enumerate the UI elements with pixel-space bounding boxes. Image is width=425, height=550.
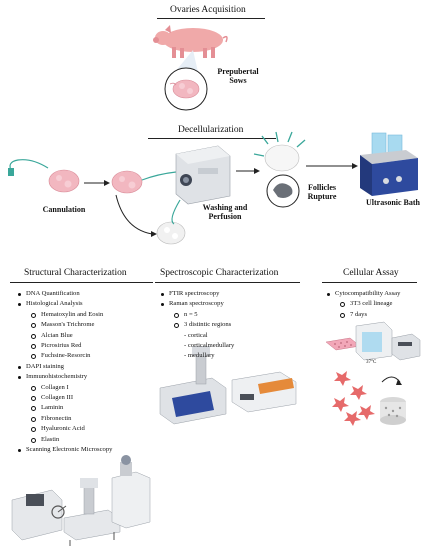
structural-list-item: Scanning Electronic Microscopy xyxy=(17,445,112,455)
plate-reader-icon xyxy=(391,333,421,361)
spectroscopic-title: Spectroscopic Characterization xyxy=(160,268,279,278)
structural-list-item: Collagen III xyxy=(17,393,112,403)
cellular-list-item: 7 days xyxy=(326,310,400,320)
washing-perfusion-label: Washing and Perfusion xyxy=(202,203,248,221)
spectroscopic-list-item: n = 5 xyxy=(160,310,234,320)
cellular-list-item: 3T3 cell lineage xyxy=(326,299,400,309)
scaffold-icon xyxy=(380,397,406,425)
ftir-spectrometer-icon xyxy=(231,371,297,413)
incubator-icon xyxy=(355,321,393,361)
spectroscopic-rule xyxy=(155,282,300,283)
prepubertal-sows-label: Prepubertal Sows xyxy=(217,67,259,85)
structural-list-item: Histological Analysis xyxy=(17,299,112,309)
structural-list-item: Fibronectin xyxy=(17,414,112,424)
structural-list-item: DAPI staining xyxy=(17,362,112,372)
structural-list-item: Hyaluronic Acid xyxy=(17,424,112,434)
structural-list-item: Collagen I xyxy=(17,383,112,393)
spectroscopic-list-item: - cortical xyxy=(184,331,208,339)
ovary-circle-icon xyxy=(164,67,208,111)
electron-microscope-icon xyxy=(63,478,121,546)
cellular-title: Cellular Assay xyxy=(343,268,399,278)
cannulation-label: Cannulation xyxy=(42,205,86,214)
follicles-rupture-label: Follicles Rupture xyxy=(307,183,337,201)
structural-title: Structural Characterization xyxy=(24,268,127,278)
ultrasonic-bath-icon xyxy=(360,132,418,196)
structural-list-item: Masson's Trichrome xyxy=(17,320,112,330)
microtome-icon xyxy=(11,489,67,541)
sem-instrument-icon xyxy=(111,455,151,529)
follicle-rupture-icon xyxy=(253,131,306,208)
structural-list-item: Fuchsine-Resorcin xyxy=(17,351,112,361)
ovaries-rule xyxy=(157,18,265,19)
spectroscopic-list-item: - medullary xyxy=(184,352,215,360)
pig-icon xyxy=(153,25,228,58)
spectroscopic-list-item: FTIR spectroscopy xyxy=(160,289,234,299)
cellular-rule xyxy=(322,282,417,283)
structural-list-item: Immunohistochemistry xyxy=(17,372,112,382)
cells-icon xyxy=(332,371,375,426)
perfusion-pump-icon xyxy=(171,145,231,225)
ovaries-title: Ovaries Acquisition xyxy=(170,5,246,15)
structural-list-item: Alcian Blue xyxy=(17,331,112,341)
raman-spectrometer-icon xyxy=(159,346,227,425)
decell-rule xyxy=(148,138,276,139)
structural-list-item: Laminin xyxy=(17,403,112,413)
ultrasonic-bath-label: Ultrasonic Bath xyxy=(366,198,420,207)
cellular-list-item: Cytocompatibility Assay xyxy=(326,289,400,299)
spectroscopic-list-item: 3 distintic regions xyxy=(160,320,234,330)
decellularized-ovary-icon xyxy=(156,221,186,245)
spectroscopic-list-item: Raman spectroscopy xyxy=(160,299,234,309)
cannulated-ovary-icon xyxy=(8,159,80,193)
decell-title: Decellularization xyxy=(178,125,244,135)
incubator-temp-label: 37°C xyxy=(366,360,377,365)
structural-list-item: Hematoxylin and Eosin xyxy=(17,310,112,320)
structural-list-item: Elastin xyxy=(17,435,112,445)
perfused-ovary-icon xyxy=(111,170,177,194)
structural-list-item: DNA Quantification xyxy=(17,289,112,299)
cell-plate-icon xyxy=(325,337,361,351)
structural-list-item: Picrosirius Red xyxy=(17,341,112,351)
structural-rule xyxy=(10,282,153,283)
spectroscopic-list-item: - corticalmedullary xyxy=(184,342,235,350)
